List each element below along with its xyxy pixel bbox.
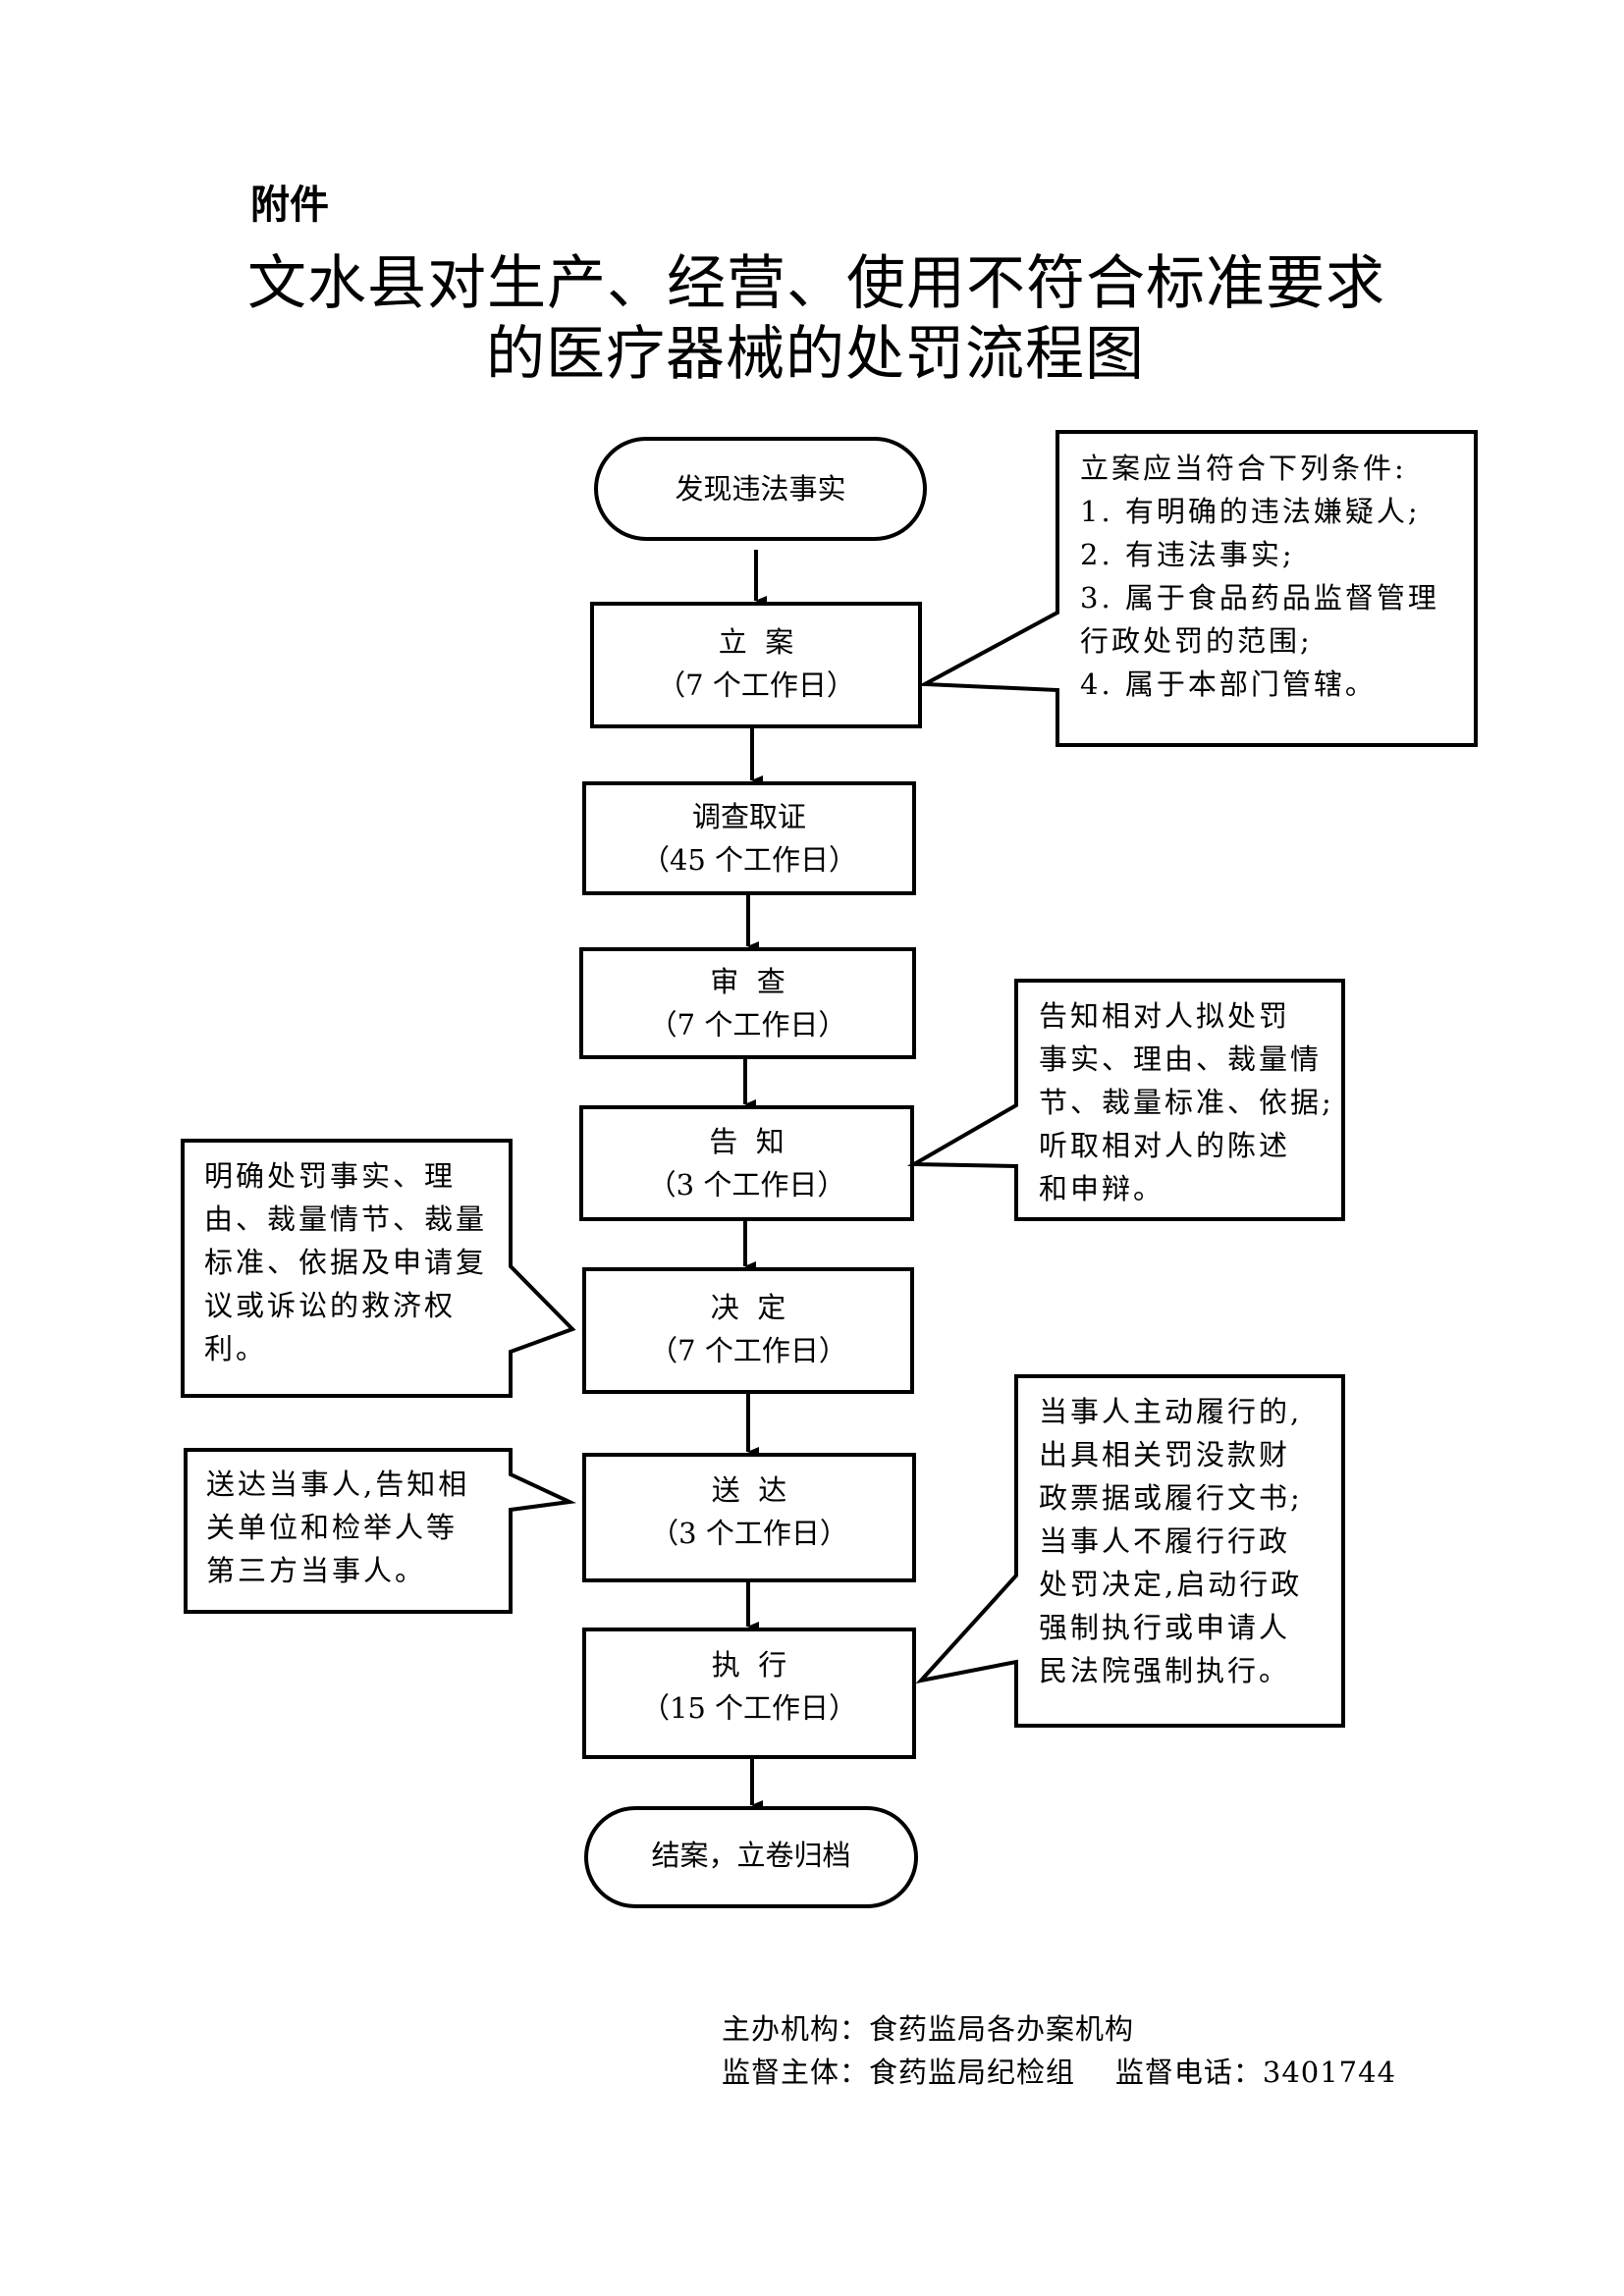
note-callout-notification [906, 979, 1345, 1221]
step-duration: （7 个工作日） [648, 1008, 847, 1041]
step-review: 审 查 （7 个工作日） [581, 960, 914, 1046]
step-duration: （7 个工作日） [657, 668, 855, 702]
page-title-line2: 的医疗器械的处罚流程图 [486, 320, 1145, 389]
step-delivery: 送 达 （3 个工作日） [584, 1468, 914, 1555]
step-duration: （45 个工作日） [640, 843, 858, 877]
step-duration: （3 个工作日） [647, 1168, 846, 1201]
note-notification: 告知相对人拟处罚 事实、理由、裁量情 节、裁量标准、依据; 听取相对人的陈述 和… [1039, 999, 1334, 1205]
note-filing-conditions: 立案应当符合下列条件: 1. 有明确的违法嫌疑人; 2. 有违法事实; 3. 属… [1080, 452, 1439, 701]
step-duration: （3 个工作日） [650, 1517, 848, 1550]
note-callout-filing [917, 430, 1478, 747]
step-notification: 告 知 （3 个工作日） [581, 1120, 912, 1206]
note-execution: 当事人主动履行的, 出具相关罚没款财 政票据或履行文书; 当事人不履行行政 处罚… [1039, 1395, 1303, 1687]
step-box-decision [582, 1267, 914, 1394]
footer-supervisor: 监督主体：食药监局纪检组 监督电话：3401744 [722, 2056, 1397, 2089]
start-node [594, 437, 927, 541]
step-box-filing [590, 602, 922, 728]
step-duration: （7 个工作日） [649, 1334, 847, 1367]
note-decision: 明确处罚事实、理 由、裁量情节、裁量 标准、依据及申请复 议或诉讼的救济权 利。 [204, 1159, 488, 1365]
step-decision: 决 定 （7 个工作日） [584, 1286, 912, 1372]
step-box-delivery [582, 1453, 916, 1582]
note-callout-delivery [184, 1448, 577, 1614]
step-box-execution [582, 1628, 916, 1759]
step-name: 调查取证 [691, 800, 806, 833]
step-duration: （15 个工作日） [640, 1691, 858, 1725]
note-callout-decision [181, 1139, 576, 1398]
end-node-label: 结案，立卷归档 [651, 1839, 851, 1872]
step-name: 决 定 [710, 1291, 786, 1324]
step-name: 立 案 [718, 625, 794, 659]
step-filing: 立 案 （7 个工作日） [592, 620, 920, 707]
step-investigation: 调查取证 （45 个工作日） [584, 795, 914, 881]
footer-organizer: 主办机构：食药监局各办案机构 [722, 2012, 1135, 2046]
step-box-investigation [582, 781, 916, 895]
step-name: 执 行 [711, 1648, 787, 1682]
step-name: 审 查 [710, 965, 785, 998]
start-node-label: 发现违法事实 [675, 472, 846, 506]
note-delivery: 送达当事人,告知相 关单位和检举人等 第三方当事人。 [206, 1468, 470, 1587]
note-callout-execution [915, 1374, 1345, 1728]
step-name: 告 知 [709, 1125, 785, 1158]
page-title-line1: 文水县对生产、经营、使用不符合标准要求 [247, 249, 1385, 318]
step-name: 送 达 [711, 1473, 787, 1507]
step-execution: 执 行 （15 个工作日） [584, 1643, 914, 1730]
attachment-label: 附件 [250, 183, 329, 228]
